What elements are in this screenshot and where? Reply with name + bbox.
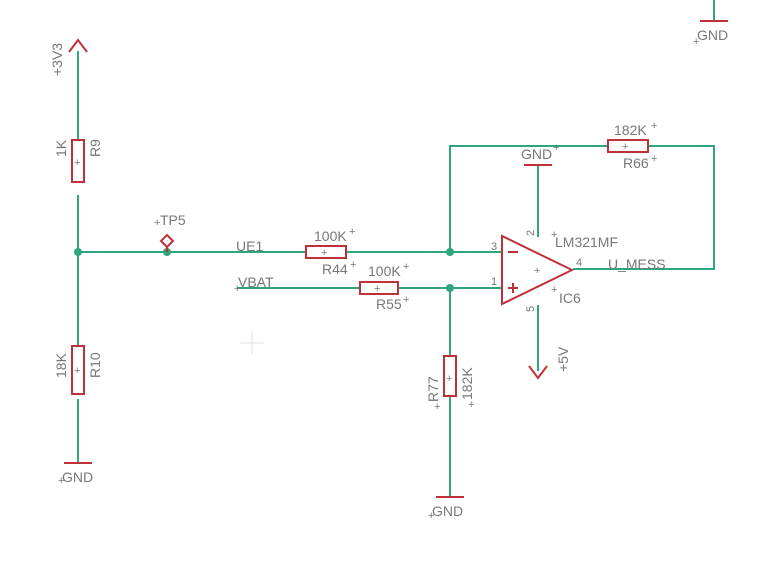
- testpoint-tp5-name: TP5: [160, 212, 186, 228]
- pin-number-2: 2: [525, 230, 537, 236]
- pin-number-1: 1: [491, 276, 497, 288]
- resistor-r55-name: R55: [376, 296, 402, 312]
- testpoint-icon: [159, 233, 175, 249]
- resistor-r44-name: R44: [322, 261, 348, 277]
- resistor-r10-value: 18K: [53, 352, 69, 378]
- origin-mark: +: [321, 247, 327, 259]
- origin-mark: +: [350, 259, 356, 271]
- resistor-body: [305, 245, 347, 259]
- origin-mark: +: [434, 401, 440, 413]
- grid-origin-cross: [240, 331, 264, 355]
- arrow-down-icon: [528, 365, 548, 380]
- origin-mark: +: [403, 294, 409, 306]
- resistor-r55[interactable]: + 100K + R55 +: [359, 261, 409, 312]
- resistor-r10-name: R10: [87, 352, 103, 378]
- pin-number-4: 4: [576, 257, 582, 269]
- resistor-body: [71, 139, 85, 183]
- supply-5v-label: +5V: [555, 346, 571, 372]
- origin-mark: +: [428, 510, 434, 522]
- resistor-r66-value: 182K: [614, 122, 647, 138]
- supply-3v3-label: +3V3: [49, 43, 65, 76]
- resistor-body: [607, 139, 649, 153]
- origin-mark: +: [446, 373, 452, 385]
- origin-mark: +: [468, 399, 474, 411]
- gnd-label: GND: [62, 469, 93, 485]
- origin-mark: +: [551, 284, 557, 296]
- supply-3v3[interactable]: +3V3: [49, 38, 88, 76]
- origin-mark: +: [693, 36, 699, 48]
- resistor-body: [443, 355, 457, 397]
- resistor-body: [359, 281, 399, 295]
- testpoint-tp5[interactable]: + TP5: [154, 212, 186, 252]
- origin-mark: +: [74, 365, 80, 377]
- origin-mark: +: [553, 142, 559, 154]
- gnd-label: GND: [521, 146, 552, 162]
- origin-mark: +: [403, 261, 409, 273]
- wires: [74, 0, 715, 497]
- pin-number-3: 3: [491, 241, 497, 253]
- resistor-r9-name: R9: [87, 139, 103, 157]
- arrow-up-icon: [68, 38, 88, 53]
- origin-mark: +: [534, 265, 540, 277]
- gnd-label: GND: [432, 503, 463, 519]
- resistor-body: [71, 345, 85, 395]
- gnd-symbol-corner[interactable]: + GND: [693, 20, 728, 48]
- resistor-r66-name: R66: [623, 155, 649, 171]
- opamp-ic6-value: LM321MF: [555, 234, 618, 250]
- supply-5v[interactable]: +5V: [528, 346, 571, 380]
- resistor-r9-value: 1K: [53, 139, 69, 157]
- resistor-r55-value: 100K: [368, 263, 401, 279]
- net-label-u-mess: U_MESS: [608, 256, 666, 272]
- gnd-symbol-bottom[interactable]: + GND: [428, 496, 464, 522]
- origin-mark: +: [651, 153, 657, 165]
- origin-mark: +: [349, 226, 355, 238]
- origin-mark: +: [551, 229, 557, 241]
- origin-mark: +: [154, 217, 160, 229]
- net-label-vbat: VBAT: [238, 274, 274, 290]
- pin-number-5: 5: [525, 306, 537, 312]
- resistor-r44[interactable]: + 100K + R44 +: [305, 226, 356, 277]
- origin-mark: +: [622, 141, 628, 153]
- resistor-r77-name: R77: [425, 376, 441, 402]
- origin-mark: +: [74, 157, 80, 169]
- net-label-ue1: UE1: [236, 238, 263, 254]
- gnd-label: GND: [697, 27, 728, 43]
- gnd-symbol-opamp[interactable]: GND +: [521, 142, 559, 166]
- resistor-r10[interactable]: + 18K R10: [53, 345, 103, 395]
- origin-mark: +: [374, 283, 380, 295]
- resistor-r44-value: 100K: [314, 228, 347, 244]
- resistor-r77[interactable]: + R77 182K + +: [425, 355, 475, 413]
- gnd-symbol-left[interactable]: + GND: [58, 462, 93, 487]
- opamp-ic6-name: IC6: [559, 290, 581, 306]
- junction-node: [74, 248, 82, 256]
- junction-node: [446, 248, 454, 256]
- resistor-r66[interactable]: + 182K + R66 +: [607, 120, 657, 171]
- origin-mark: +: [58, 475, 64, 487]
- resistor-r77-value: 182K: [459, 367, 475, 400]
- junction-node: [446, 284, 454, 292]
- opamp-triangle: [501, 234, 575, 306]
- origin-mark: +: [234, 283, 240, 295]
- resistor-r9[interactable]: + 1K R9: [53, 139, 103, 183]
- opamp-ic6[interactable]: + 3 1 4 2 5 LM321MF + IC6 +: [491, 229, 618, 312]
- origin-mark: +: [651, 120, 657, 132]
